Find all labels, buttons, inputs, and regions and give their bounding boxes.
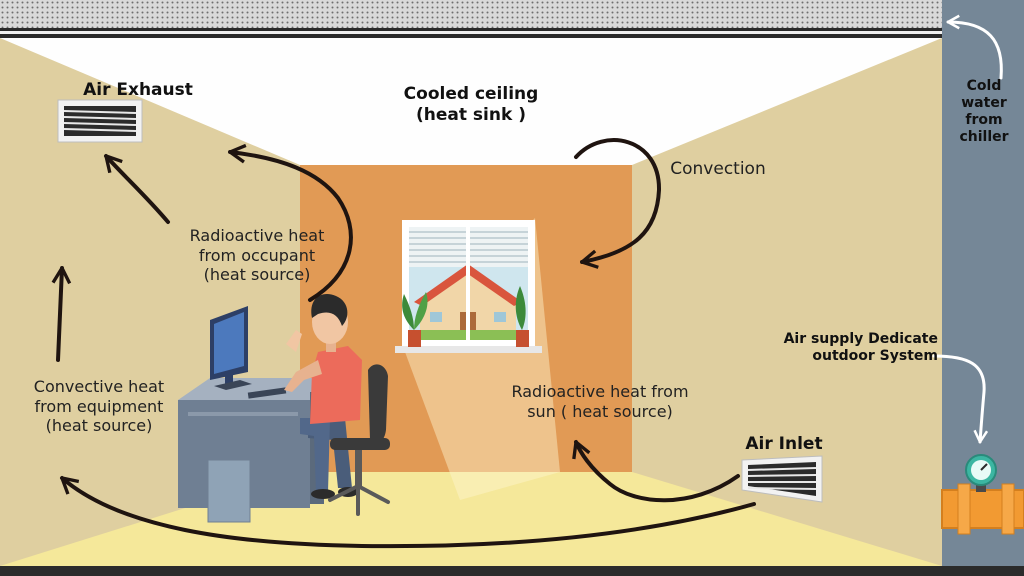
arrow-convection (574, 138, 662, 269)
white-arrows (932, 14, 1003, 444)
arrow-exhaust (104, 154, 170, 224)
air-exhaust-vent-icon (57, 99, 143, 143)
arrow-floor-flow (60, 476, 756, 549)
cold-water-label: Cold water from chiller (959, 78, 1009, 146)
arrows (51, 138, 756, 549)
air-supply-label: Air supply Dedicate outdoor System (783, 331, 938, 365)
cooled-ceiling-label: Cooled ceiling (heat sink ) (403, 84, 539, 125)
potted-plant-right (515, 286, 529, 347)
window-icon (395, 220, 542, 353)
convection-label: Convection (670, 159, 766, 179)
office-chair-icon (328, 364, 390, 516)
air-inlet-vent-icon (741, 455, 823, 503)
ceiling (0, 38, 942, 165)
radioactive-sun-label: Radioactive heat from sun ( heat source) (511, 382, 689, 421)
radioactive-occupant-label: Radioactive heat from occupant (heat sou… (189, 226, 325, 285)
computer-monitor-icon (210, 306, 252, 390)
convective-equipment-label: Convective heat from equipment (heat sou… (33, 377, 165, 436)
bottom-bar (0, 566, 1024, 576)
arrow-equipment-heat (51, 266, 72, 362)
pressure-gauge-icon (965, 454, 997, 492)
arrow-air-supply (932, 354, 989, 444)
arrow-occupant-heat (228, 143, 353, 302)
ceiling-slab (0, 0, 942, 28)
arrow-inlet-flow (572, 440, 740, 503)
keyboard (247, 387, 287, 399)
person-occupant (284, 294, 362, 499)
air-exhaust-label: Air Exhaust (83, 80, 193, 100)
air-inlet-label: Air Inlet (745, 434, 823, 454)
arrow-cold-water (946, 14, 1003, 80)
potted-plant-left (402, 292, 428, 347)
